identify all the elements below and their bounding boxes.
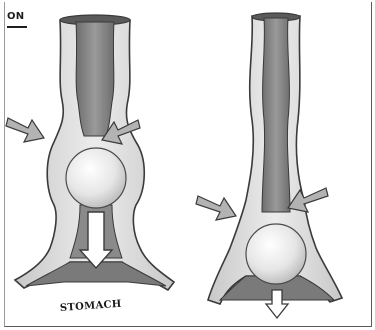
right-bolus [246,224,306,284]
left-squeeze-arrow-left [6,118,44,142]
left-bolus [66,148,126,208]
left-esophagus [6,15,174,290]
right-lumen [262,18,290,212]
right-esophagus [196,13,342,318]
right-squeeze-arrow-left [196,196,236,220]
left-lumen [76,22,114,136]
